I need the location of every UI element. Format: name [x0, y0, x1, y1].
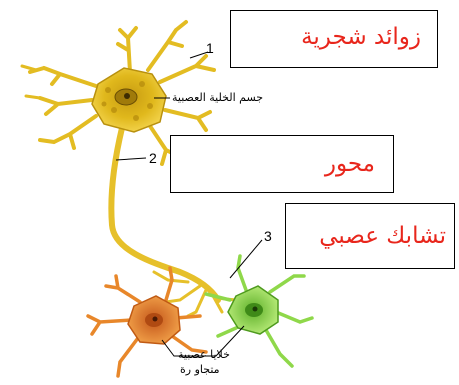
synapse-label-box: تشابك عصبي — [285, 203, 455, 269]
pointer-lines — [115, 51, 263, 357]
dendrites-label: زوائد شجرية — [301, 24, 421, 50]
dendrites — [20, 20, 216, 166]
cell-body-granules — [101, 81, 153, 121]
neighbor-cell-green — [204, 254, 314, 368]
axon-shape — [108, 125, 221, 303]
number-3: 3 — [264, 228, 272, 244]
neighbor-cells-label-line2: متجاو رة — [180, 363, 220, 376]
cell-body-label: جسم الخلية العصبية — [172, 91, 264, 104]
axon-label-box: محور — [170, 135, 394, 193]
neighbor-cell-orange — [86, 266, 208, 378]
dendrites-label-box: زوائد شجرية — [230, 10, 438, 68]
neighbor-cells-label-line1: خلايا عصبية — [178, 348, 230, 361]
axon-label: محور — [324, 151, 375, 177]
number-2: 2 — [149, 150, 157, 166]
synapse-label: تشابك عصبي — [319, 223, 446, 249]
nucleolus-shape — [124, 93, 130, 99]
number-1: 1 — [206, 40, 214, 56]
